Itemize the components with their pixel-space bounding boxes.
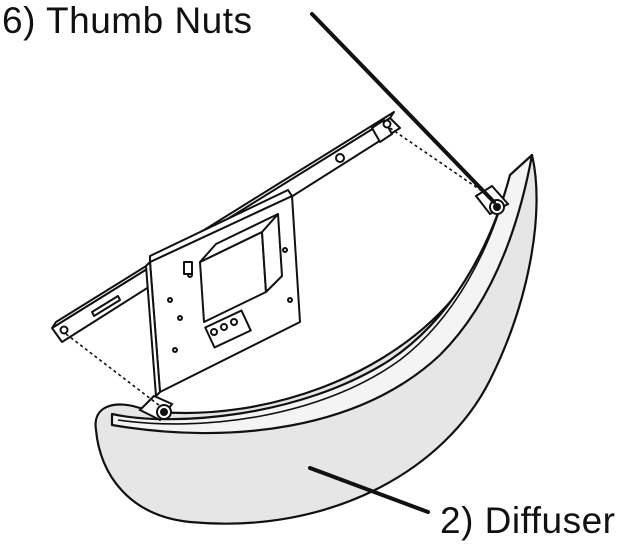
terminal-block — [204, 309, 252, 349]
plate-hole-6 — [287, 297, 293, 303]
thumb-nut-left-hole — [160, 408, 168, 416]
plate-hole-2 — [177, 315, 183, 321]
terminal-screw-3 — [230, 318, 238, 326]
thumb-nuts-label: 6) Thumb Nuts — [2, 0, 253, 41]
leader-thumb-nuts — [310, 12, 496, 204]
diffuser-inner-lip — [117, 181, 509, 425]
terminal-screw-1 — [210, 328, 218, 336]
ballast-plate-flange — [149, 189, 293, 263]
guide-left — [65, 333, 161, 407]
alignment-guides — [65, 127, 493, 407]
plate-hole-1 — [167, 297, 173, 303]
guide-right — [389, 127, 493, 199]
terminal-screw-2 — [220, 323, 228, 331]
thumb-nut-left-group — [138, 394, 174, 422]
ballast-plate — [145, 189, 301, 397]
bracket-screw-left — [59, 325, 69, 335]
plate-switch — [183, 261, 193, 275]
leader-lines — [308, 12, 496, 514]
bracket-screw-mid — [335, 153, 345, 163]
plate-hole-3 — [172, 347, 178, 353]
bracket-slot — [91, 295, 121, 317]
diffuser-rim-edge — [110, 153, 534, 435]
leader-diffuser — [308, 466, 430, 514]
plate-hole-5 — [282, 247, 288, 253]
ballast-plate-edge — [145, 261, 161, 397]
diffuser-label: 2) Diffuser — [440, 500, 616, 541]
diffuser-shade — [94, 153, 538, 525]
thumb-nut-right-hole — [493, 203, 501, 211]
ballast-box-top — [199, 213, 279, 263]
bracket-screw-right — [382, 119, 392, 129]
